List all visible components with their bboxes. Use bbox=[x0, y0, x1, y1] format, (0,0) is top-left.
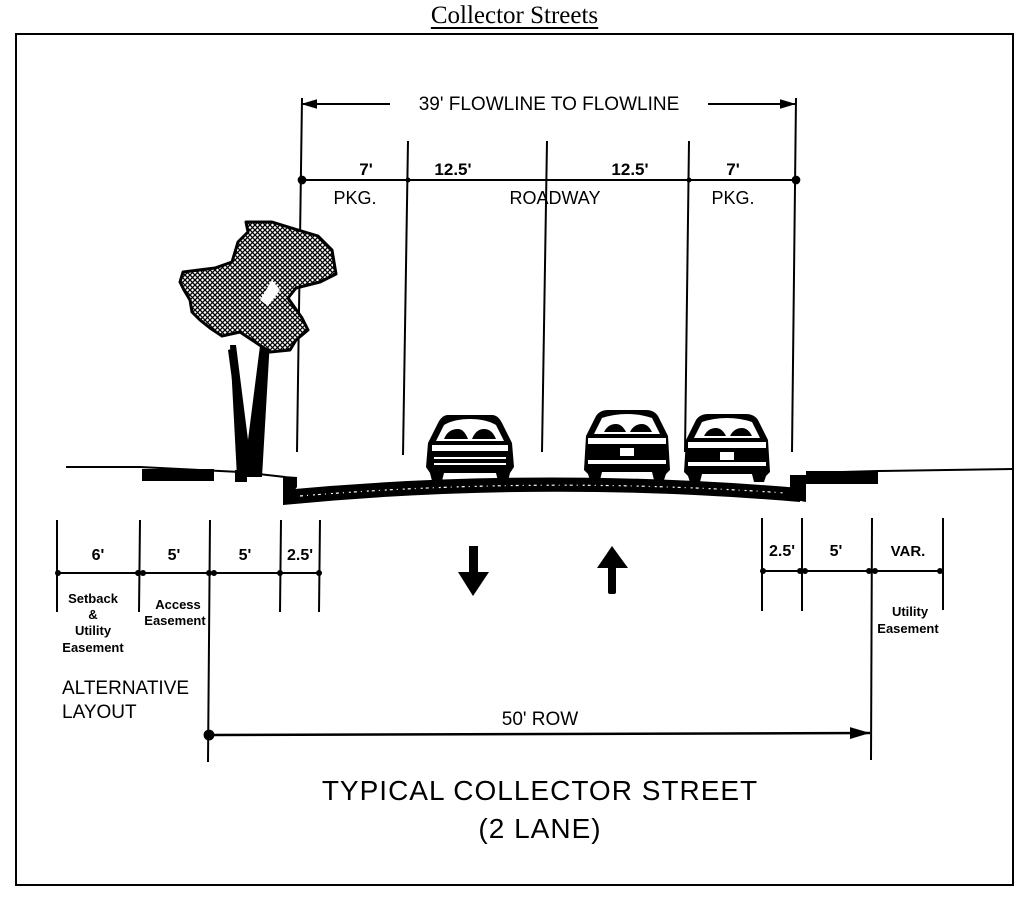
diagram-frame bbox=[15, 33, 1014, 886]
street-section bbox=[66, 466, 1014, 505]
arrow-down-icon bbox=[458, 546, 489, 596]
segment-dim-lane-left: 12.5' bbox=[434, 160, 471, 179]
left-dim-setback: 6' bbox=[92, 547, 105, 564]
flowline-label: 39' FLOWLINE TO FLOWLINE bbox=[419, 94, 680, 115]
right-dim-curb: 2.5' bbox=[769, 543, 795, 560]
left-dim-access: 5' bbox=[168, 547, 181, 564]
car-rear-icon bbox=[684, 414, 770, 482]
setback-label-line3: Utility bbox=[75, 623, 112, 638]
left-dimension-lines bbox=[56, 519, 321, 763]
alternative-layout-line1: ALTERNATIVE bbox=[62, 678, 189, 699]
right-dimension-lines bbox=[761, 517, 944, 761]
car-front-icon bbox=[426, 415, 514, 481]
roadway-label: ROADWAY bbox=[509, 188, 600, 208]
setback-label-line1: Setback bbox=[68, 591, 119, 606]
row-label: 50' ROW bbox=[502, 709, 579, 730]
row-dimension: 50' ROW bbox=[203, 709, 871, 741]
page-title: Collector Streets bbox=[430, 2, 599, 29]
setback-label-line4: Easement bbox=[62, 640, 124, 655]
access-label-line2: Easement bbox=[144, 613, 206, 628]
flowline-dimension: 39' FLOWLINE TO FLOWLINE bbox=[301, 94, 796, 115]
left-dim-curb: 2.5' bbox=[287, 547, 313, 564]
right-dim-sidewalk: 5' bbox=[830, 543, 843, 560]
access-label-line1: Access bbox=[155, 597, 201, 612]
extension-lines-top bbox=[296, 97, 797, 456]
segment-dim-pkg-left: 7' bbox=[359, 160, 373, 179]
arrow-up-icon bbox=[597, 546, 628, 594]
diagram-title-line2: (2 LANE) bbox=[478, 813, 601, 844]
setback-label-line2: & bbox=[88, 607, 97, 622]
utility-label-line1: Utility bbox=[892, 604, 929, 619]
pkg-label-left: PKG. bbox=[333, 188, 376, 208]
right-dim-utility: VAR. bbox=[891, 543, 926, 560]
tree-icon bbox=[178, 220, 338, 477]
pkg-label-right: PKG. bbox=[711, 188, 754, 208]
left-dimension-dots bbox=[55, 570, 322, 576]
utility-label-line2: Easement bbox=[877, 621, 939, 636]
diagram-title-line1: TYPICAL COLLECTOR STREET bbox=[322, 775, 758, 806]
alternative-layout-line2: LAYOUT bbox=[62, 702, 137, 723]
right-dimension-dots bbox=[760, 568, 943, 574]
segment-dim-pkg-right: 7' bbox=[726, 160, 740, 179]
segment-dim-lane-right: 12.5' bbox=[611, 160, 648, 179]
left-dim-sidewalk: 5' bbox=[239, 547, 252, 564]
car-rear-icon bbox=[584, 410, 670, 480]
